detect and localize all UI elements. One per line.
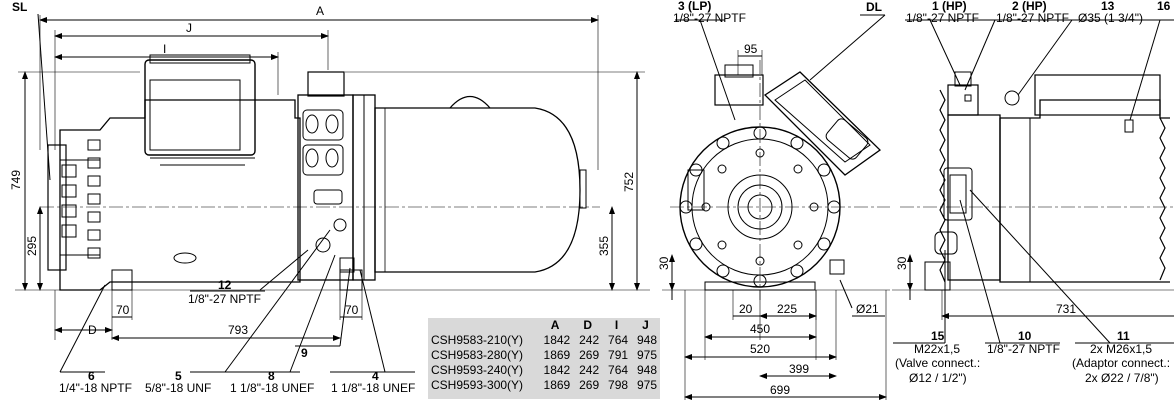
model-cell: CSH9593-300(Y): [431, 377, 524, 392]
callout-5-number: 5: [175, 369, 182, 383]
side-view: [892, 19, 1174, 344]
table-cell: 269: [579, 347, 600, 362]
label-dl: DL: [866, 0, 882, 14]
dim-731-label: 731: [1056, 302, 1076, 316]
table-cell: 1842: [543, 332, 571, 347]
callout-4-spec: 1 1/8"-18 UNEF: [331, 381, 415, 395]
callout-11-line2: (Adaptor connect.:: [1072, 356, 1170, 370]
callout-11-line3: 2x Ø22 / 7/8"): [1085, 371, 1159, 385]
table-cell: 764: [608, 362, 629, 377]
table-cell: 975: [636, 377, 657, 392]
table-cell: 948: [636, 332, 657, 347]
callout-8-number: 8: [268, 369, 275, 383]
dim-i-label: I: [163, 42, 166, 56]
dim-793-label: 793: [228, 323, 248, 337]
dim-749-label: 749: [9, 170, 23, 190]
model-cell: CSH9593-240(Y): [431, 362, 524, 377]
callout-15-line3: Ø12 / 1/2"): [909, 371, 967, 385]
label-sl: SL: [12, 0, 27, 14]
table-row: CSH9593-240(Y) 1842 242 764 948: [428, 362, 660, 377]
model-cell: CSH9583-210(Y): [431, 332, 524, 347]
dim-j-label: J: [186, 21, 192, 35]
callout-13-number: 13: [1101, 0, 1115, 13]
callout-3-spec: 1/8"-27 NPTF: [673, 11, 746, 25]
table-header-cell: J: [642, 318, 649, 332]
dim-30-label: 30: [657, 256, 671, 270]
dim-d-label: D: [88, 323, 97, 337]
table-cell: 269: [579, 377, 600, 392]
table-row: CSH9583-280(Y) 1869 269 791 975: [428, 347, 660, 362]
table-header-cell: A: [550, 318, 560, 332]
table-cell: 798: [608, 377, 629, 392]
dim-70-right-label: 70: [345, 303, 359, 317]
callout-2-number: 2 (HP): [1012, 0, 1047, 13]
dim-295-label: 295: [25, 236, 39, 256]
table-cell: 791: [608, 347, 629, 362]
dim-a-label: A: [316, 4, 324, 18]
table-cell: 242: [579, 332, 600, 347]
table-cell: 1842: [543, 362, 571, 377]
table-row: CSH9593-300(Y) 1869 269 798 975: [428, 377, 660, 392]
table-cell: 948: [636, 362, 657, 377]
callout-12-spec: 1/8"-27 NPTF: [188, 292, 261, 306]
table-header-cell: D: [583, 318, 593, 332]
front-view: [15, 13, 650, 373]
dim-20-label: 20: [739, 302, 753, 316]
dim-355-label: 355: [597, 236, 611, 256]
callout-4-number: 4: [372, 369, 379, 383]
dim-699-label: 699: [770, 383, 790, 397]
dim-450-label: 450: [750, 322, 770, 336]
side-dim-30-label: 30: [895, 256, 909, 270]
table-row: CSH9583-210(Y) 1842 242 764 948: [428, 332, 660, 347]
table-header-cell: I: [614, 318, 619, 332]
callout-15-line2: (Valve connect.:: [895, 356, 980, 370]
table-cell: 975: [636, 347, 657, 362]
table-cell: 1869: [543, 377, 571, 392]
dim-399-label: 399: [789, 362, 809, 376]
callout-6-spec: 1/4"-18 NPTF: [59, 381, 132, 395]
table-cell: 764: [608, 332, 629, 347]
dimensions-table: A D I J CSH9583-210(Y) 1842 242 764 948 …: [428, 318, 660, 399]
callout-6-number: 6: [88, 369, 95, 383]
table-header-row: A D I J: [428, 318, 660, 332]
callout-15-number: 15: [931, 329, 945, 343]
callout-8-spec: 1 1/8"-18 UNEF: [230, 381, 314, 395]
dim-225-label: 225: [777, 302, 797, 316]
dim-70-left-label: 70: [116, 303, 130, 317]
model-cell: CSH9583-280(Y): [431, 347, 524, 362]
callout-15-line1: M22x1,5: [914, 342, 960, 356]
dim-520-label: 520: [750, 342, 770, 356]
callout-10-spec: 1/8"-27 NPTF: [987, 342, 1060, 356]
callout-5-spec: 5/8"-18 UNF: [145, 381, 211, 395]
callout-13-spec: Ø35 (1 3/4"): [1078, 11, 1143, 25]
callout-2-spec: 1/8"-27 NPTF: [996, 11, 1069, 25]
dim-d21-label: Ø21: [856, 302, 879, 316]
table-cell: 242: [579, 362, 600, 377]
callout-3-number: 3 (LP): [678, 0, 711, 13]
callout-16-number: 16: [1157, 0, 1171, 13]
callout-1-spec: 1/8"-27 NPTF: [906, 11, 979, 25]
table-header-cell: [428, 318, 537, 332]
callout-11-number: 11: [1117, 329, 1130, 343]
callout-1-number: 1 (HP): [932, 0, 967, 13]
callout-12-number: 12: [218, 278, 232, 292]
dim-752-label: 752: [622, 172, 636, 192]
callout-10-number: 10: [1018, 329, 1032, 343]
table-cell: 1869: [543, 347, 571, 362]
callout-9-number: 9: [301, 346, 308, 360]
end-view: [662, 14, 890, 400]
callout-11-line1: 2x M26x1,5: [1090, 342, 1152, 356]
dim-95-label: 95: [744, 42, 758, 56]
